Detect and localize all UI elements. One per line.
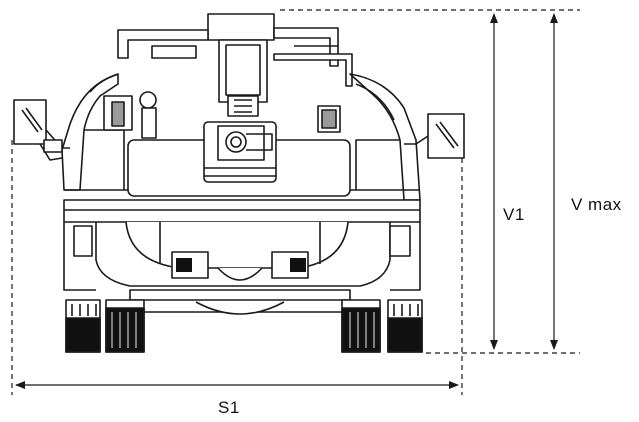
upper-mast [117,13,353,117]
right-wheels [341,299,423,353]
s1-label: S1 [218,398,240,417]
chassis [63,199,421,315]
v1-label: V1 [503,205,525,224]
vmax-label: V max [571,195,622,214]
left-mirror [13,99,70,161]
engine-hood [127,121,351,197]
vehicle-front-view [13,13,465,353]
right-mirror [404,113,465,159]
left-wheels [65,299,145,353]
dimension-lines [11,9,580,395]
